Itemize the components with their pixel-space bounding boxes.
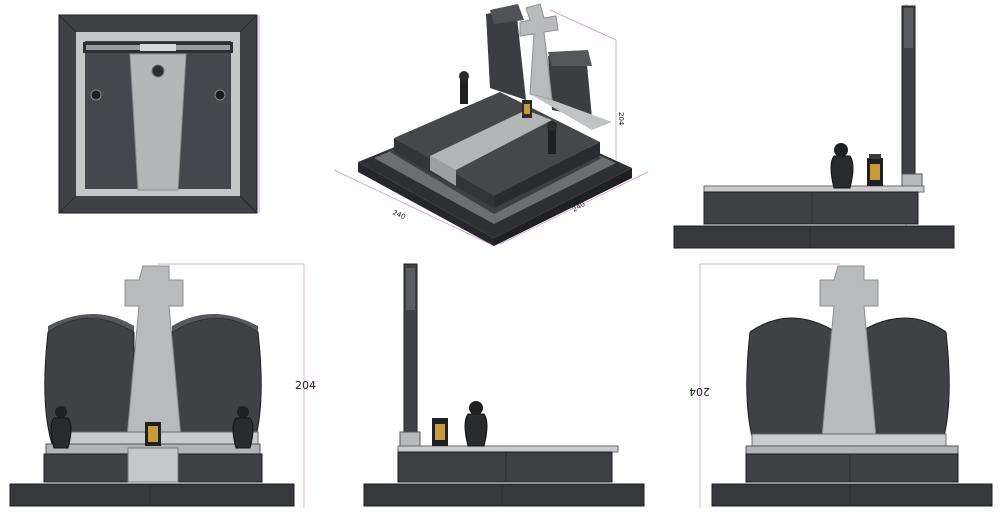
- iso-width-label: 240: [391, 209, 406, 222]
- vase-icon: [830, 143, 854, 189]
- lamp-icon: [432, 418, 448, 446]
- isometric-view: 240 240 204: [330, 0, 660, 250]
- vase-icon: [547, 121, 557, 154]
- top-view: [58, 14, 260, 218]
- iso-height-label: 204: [617, 112, 625, 126]
- side-view-right: [670, 0, 962, 250]
- back-height-label: 204: [690, 385, 710, 398]
- vase-icon: [464, 401, 488, 447]
- lamp-icon: [522, 100, 532, 118]
- vase-icon: [232, 406, 254, 449]
- front-view: 204: [8, 262, 318, 518]
- front-height-label: 204: [295, 379, 316, 392]
- vase-icon: [459, 71, 469, 104]
- lamp-icon: [867, 154, 883, 186]
- lamp-icon: [145, 422, 161, 446]
- side-view-left: [360, 262, 652, 518]
- back-view: 204: [689, 262, 996, 518]
- vase-icon: [50, 406, 72, 449]
